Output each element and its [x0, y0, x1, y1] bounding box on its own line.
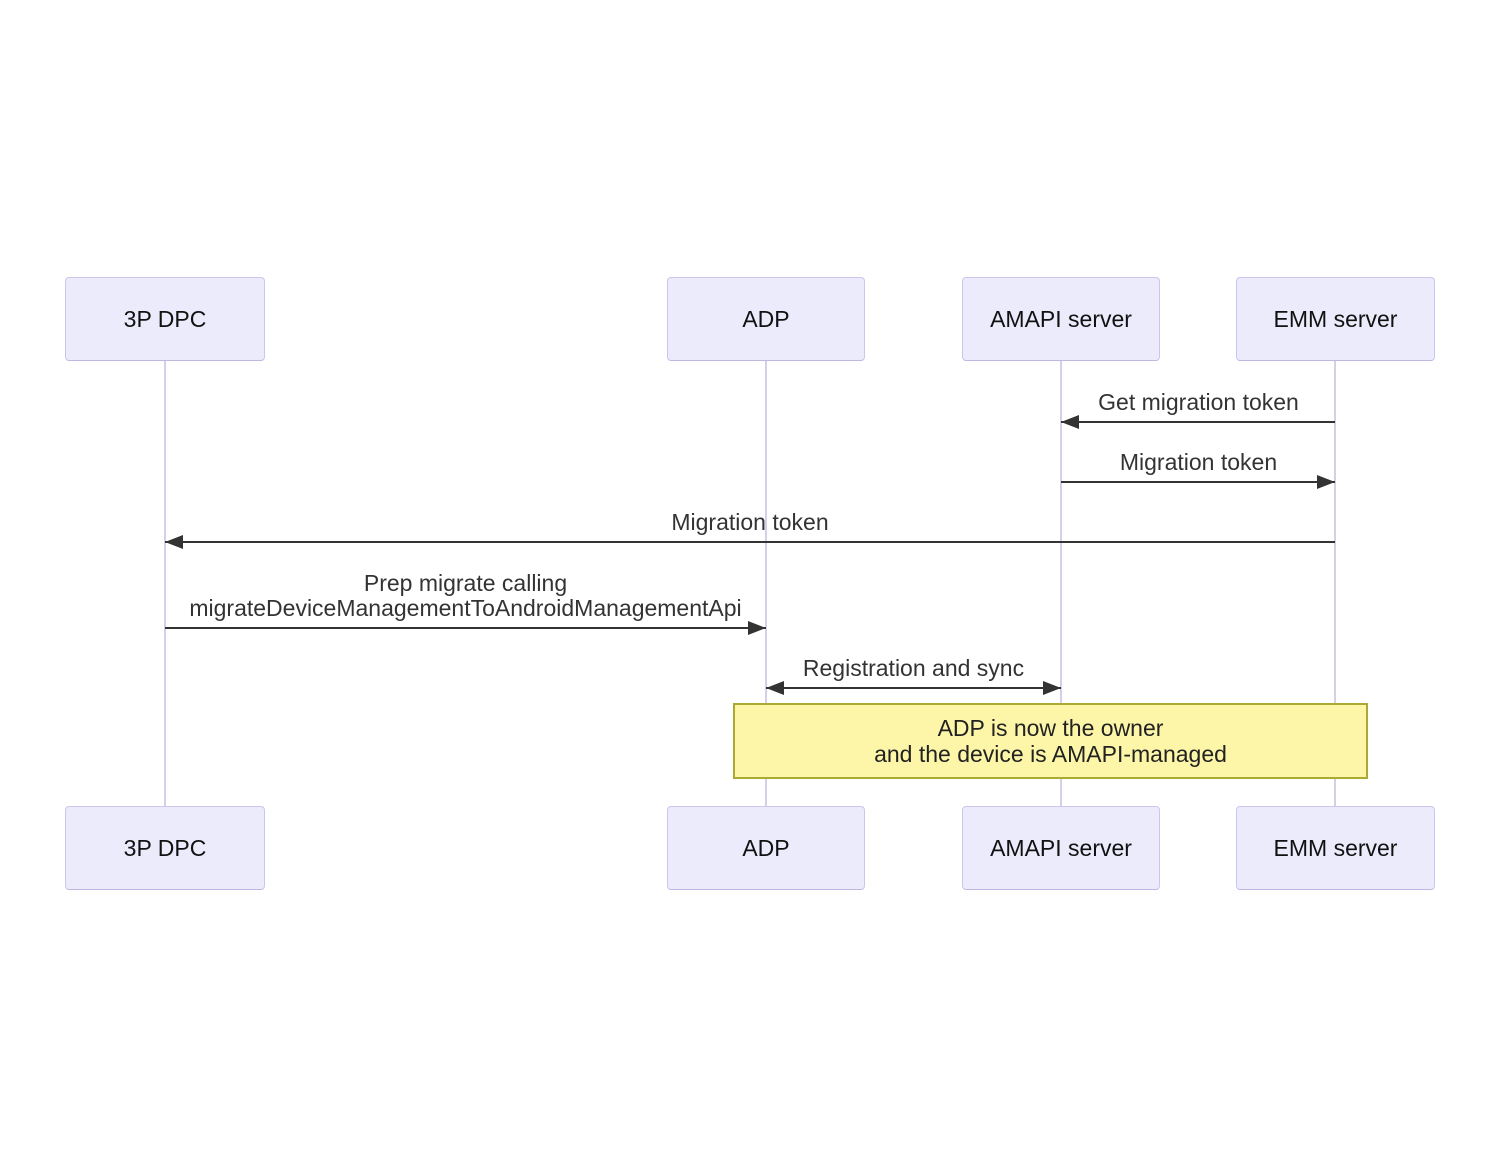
actor-bottom-emm-server: EMM server: [1236, 806, 1435, 890]
arrowhead-right-icon: [1043, 681, 1061, 695]
message-line-prep-migrate: [165, 627, 766, 629]
actor-label: 3P DPC: [123, 305, 207, 332]
note-line-1: ADP is now the owner: [937, 715, 1164, 741]
message-line-migration-token-to-emm: [1061, 481, 1335, 483]
lifeline-emm-server: [1334, 361, 1336, 806]
message-label-line-1: Prep migrate calling: [363, 570, 568, 596]
actor-top-amapi-server: AMAPI server: [962, 277, 1160, 361]
actor-top-emm-server: EMM server: [1236, 277, 1435, 361]
lifeline-3p-dpc: [164, 361, 166, 806]
message-line-migration-token-to-3pdpc: [165, 541, 1335, 543]
message-label-migration-token-to-3pdpc: Migration token: [671, 509, 829, 535]
actor-top-3p-dpc: 3P DPC: [65, 277, 265, 361]
actor-top-adp: ADP: [667, 277, 865, 361]
message-label-line-2: migrateDeviceManagementToAndroidManageme…: [189, 595, 742, 621]
arrowhead-left-icon: [1061, 415, 1079, 429]
arrowhead-right-icon: [1317, 475, 1335, 489]
actor-bottom-3p-dpc: 3P DPC: [65, 806, 265, 890]
actor-label: ADP: [742, 305, 790, 332]
actor-label: EMM server: [1273, 305, 1398, 332]
message-line-registration-and-sync: [766, 687, 1061, 689]
actor-label: AMAPI server: [990, 305, 1132, 332]
message-label-get-migration-token: Get migration token: [1098, 389, 1299, 415]
message-label-migration-token-to-emm: Migration token: [1119, 449, 1278, 475]
note-adp-owner: ADP is now the owner and the device is A…: [733, 703, 1368, 779]
actor-label: 3P DPC: [123, 834, 207, 861]
actor-label: ADP: [742, 834, 790, 861]
arrowhead-right-icon: [748, 621, 766, 635]
message-line-get-migration-token: [1061, 421, 1335, 423]
note-line-2: and the device is AMAPI-managed: [874, 741, 1227, 767]
actor-bottom-adp: ADP: [667, 806, 865, 890]
arrowhead-left-icon: [766, 681, 784, 695]
lifeline-adp: [765, 361, 767, 806]
actor-label: AMAPI server: [990, 834, 1132, 861]
arrowhead-left-icon: [165, 535, 183, 549]
message-label-registration-and-sync: Registration and sync: [802, 655, 1025, 681]
actor-bottom-amapi-server: AMAPI server: [962, 806, 1160, 890]
actor-label: EMM server: [1273, 834, 1398, 861]
message-label-prep-migrate: Prep migrate calling migrateDeviceManage…: [165, 571, 766, 621]
lifeline-amapi-server: [1060, 361, 1062, 806]
